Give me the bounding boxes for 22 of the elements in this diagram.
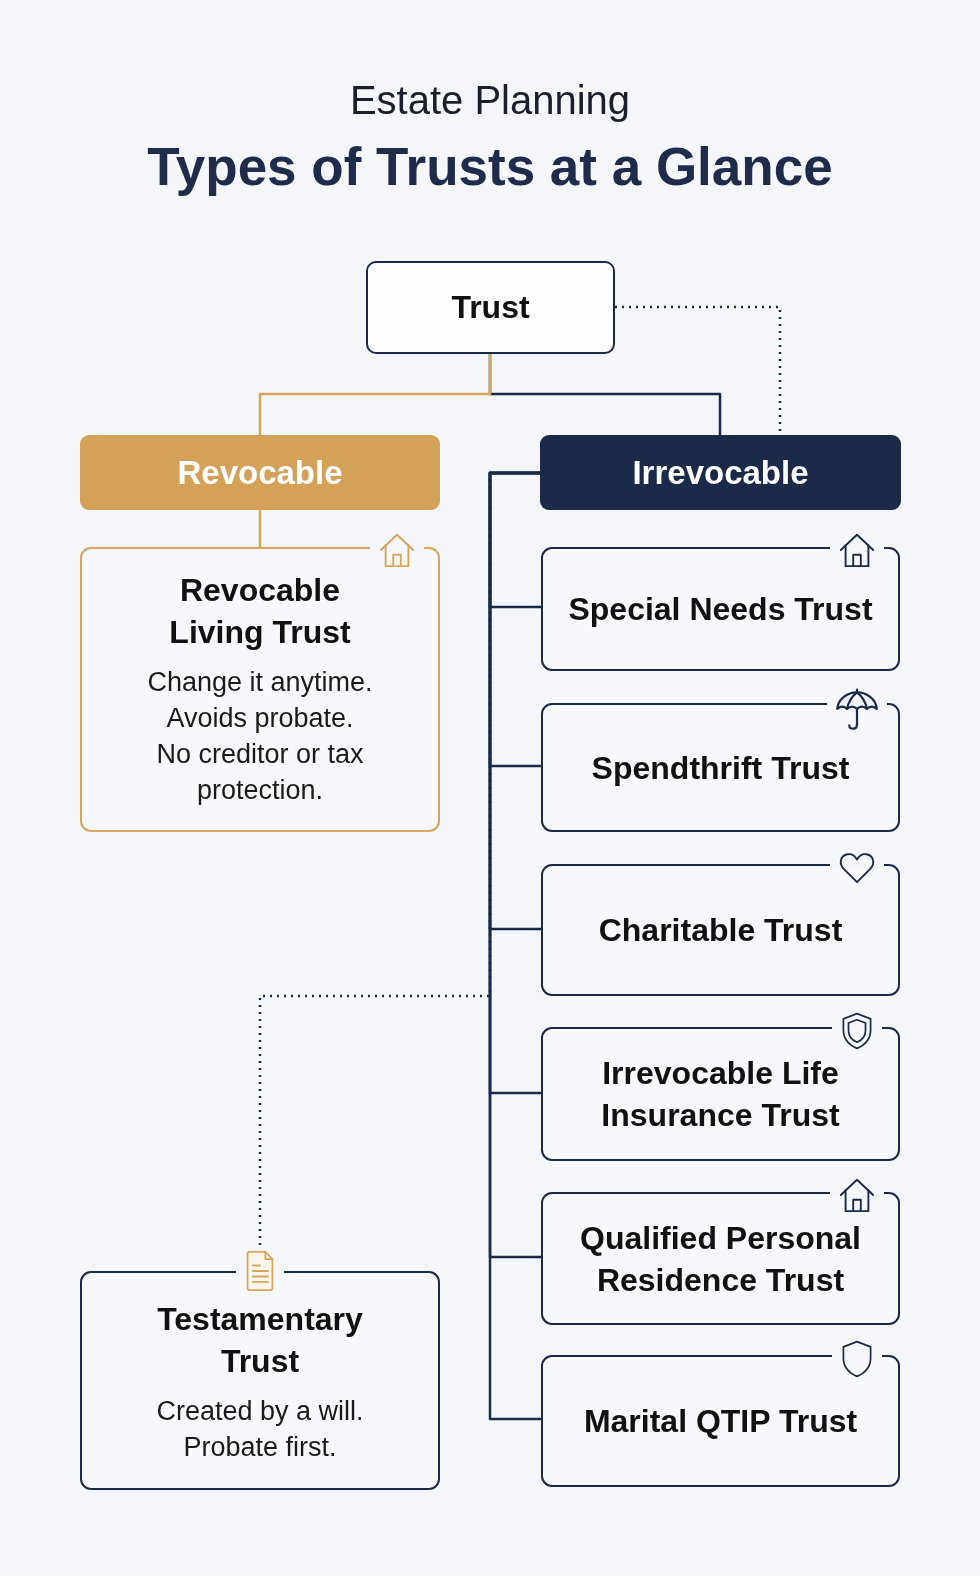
trust-name: Testamentary Trust [156,1300,364,1381]
subtitle: Estate Planning [349,77,631,124]
connector-line [258,354,492,435]
trust-name: Special Needs Trust [568,590,873,629]
category-header [540,435,901,510]
trust-description: Created by a will. Probate first. [155,1395,365,1464]
trust-name: Revocable Living Trust [168,571,352,652]
trust-name: Spendthrift Trust [591,748,850,788]
connector-line [488,471,541,1421]
trust-description: Change it anytime. Avoids probate. No creditor or tax protection. [146,666,374,807]
trust-name: Charitable Trust [598,911,843,950]
category-label: Irrevocable [632,453,809,492]
trust-name: Qualified Personal Residence Trust [579,1218,862,1300]
title: Types of Trusts at a Glance [147,136,833,198]
trust-name: Marital QTIP Trust [583,1402,858,1441]
trust-name: Irrevocable Life Insurance Trust [600,1054,841,1135]
category-label: Revocable [177,453,343,492]
dotted-connector [258,471,540,1248]
connector-line [258,510,262,547]
category-header [80,435,440,510]
node-label: Trust [451,289,530,326]
root-box [366,261,615,354]
